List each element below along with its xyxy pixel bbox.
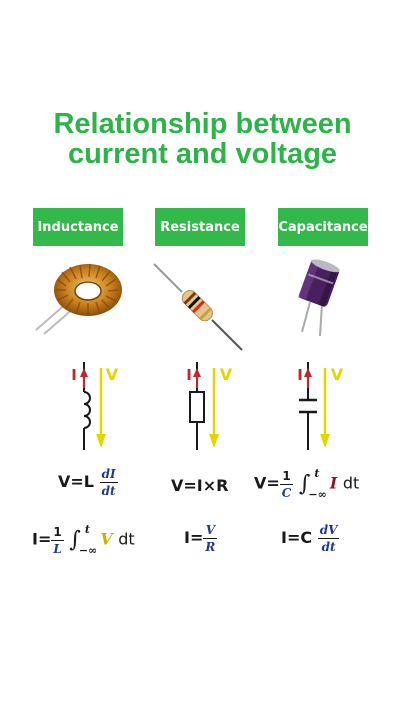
lower-limit: −∞ (78, 544, 98, 557)
integral-sign: ∫ (69, 527, 81, 553)
fraction-numerator: dI (99, 467, 118, 483)
differential: dt (342, 473, 360, 493)
integral-sign: ∫ (298, 471, 311, 497)
inductor-schematic: I V (71, 362, 119, 450)
formula-lhs: V= (254, 473, 280, 493)
differential: dt (118, 529, 135, 549)
fraction-denominator: dt (101, 484, 116, 498)
capacitor-current-label: I (297, 366, 303, 384)
integral-limits: t −∞ (79, 524, 97, 556)
resistor-schematic: I V (186, 362, 233, 450)
formula-lhs: I= (184, 528, 204, 547)
capacitor-voltage-label: V (331, 365, 344, 384)
resistor-image (153, 263, 243, 351)
formula-inductance-voltage: V=L dI dt (58, 468, 118, 497)
fraction-denominator: L (53, 541, 62, 556)
integrand-variable: V (100, 529, 113, 549)
formula-lhs: I= (32, 529, 52, 549)
formula-lhs: V=L (58, 472, 94, 491)
resistor-current-label: I (186, 366, 192, 384)
capacitor-schematic: I V (297, 362, 344, 450)
title-line-1: Relationship between (53, 108, 352, 140)
toroidal-inductor-image (35, 263, 122, 335)
inductor-current-label: I (71, 366, 77, 384)
fraction-numerator: dV (317, 523, 340, 539)
lower-limit: −∞ (308, 488, 327, 501)
integral-limits: t −∞ (308, 468, 326, 500)
formula-resistance-voltage: V=I×R (171, 476, 229, 495)
upper-limit: t (314, 467, 320, 480)
fraction-numerator: 1 (279, 470, 294, 485)
formula-lhs: I=C (281, 528, 313, 547)
integrand-variable: I (329, 473, 338, 493)
label-inductance: Inductance (33, 208, 123, 246)
fraction-numerator: V (203, 524, 218, 539)
fraction-denominator: dt (321, 540, 336, 554)
fraction-numerator: 1 (51, 526, 64, 541)
inductor-voltage-label: V (106, 365, 119, 384)
formula-fraction: dI dt (99, 467, 118, 498)
title-line-2: current and voltage (67, 138, 338, 170)
fraction-denominator: C (281, 485, 292, 500)
upper-limit: t (84, 523, 90, 536)
electrolytic-capacitor-image (298, 259, 340, 337)
fraction-denominator: R (205, 540, 216, 554)
label-resistance: Resistance (155, 208, 245, 246)
label-capacitance: Capacitance (278, 208, 368, 246)
resistor-voltage-label: V (220, 365, 233, 384)
